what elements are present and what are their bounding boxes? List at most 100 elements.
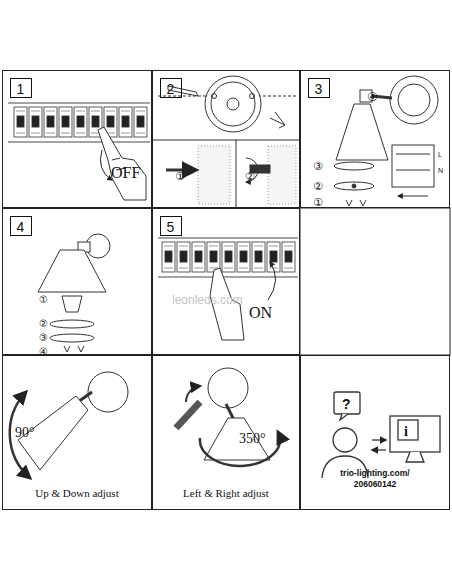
empty-panel <box>300 208 450 355</box>
lamp-tilt <box>10 372 128 478</box>
support-icon <box>333 428 357 452</box>
breaker-box <box>8 142 150 143</box>
lamp-swivel <box>186 386 200 402</box>
switch-arrow <box>100 150 112 180</box>
support-icon <box>390 416 440 452</box>
hand <box>98 127 146 200</box>
lamp-assembly <box>396 170 430 171</box>
lamp-assembly <box>50 334 94 342</box>
mounting-plate <box>205 76 261 132</box>
breaker-box <box>162 242 175 272</box>
mounting-plate <box>236 140 237 208</box>
breaker-box <box>237 242 250 272</box>
callout-number: ② <box>39 319 48 329</box>
breaker-box <box>8 103 150 142</box>
lamp-assembly <box>50 320 94 328</box>
lamp-assembly <box>38 234 110 352</box>
instruction-panel: ON5 <box>152 208 300 355</box>
breaker-box <box>44 107 57 137</box>
mounting-plate <box>152 140 300 141</box>
breaker-box <box>8 103 150 104</box>
wall-drill <box>268 146 296 204</box>
instruction-panel: 90° Up & Down adjust <box>2 355 152 510</box>
lamp-assembly <box>38 250 106 292</box>
article-number: 206060142 <box>301 480 449 489</box>
support-icon <box>406 452 424 462</box>
callout-number: ③ <box>39 333 48 343</box>
instruction-panel: ④ ③ ② ① L N 3 <box>300 70 450 208</box>
lamp-assembly <box>334 162 374 170</box>
breaker-box <box>74 107 87 137</box>
step-number-box: 4 <box>10 216 32 236</box>
icon-symbol: i <box>404 425 408 439</box>
lamp-assembly <box>392 145 434 187</box>
callout-number: ② <box>313 181 323 192</box>
step-number: 4 <box>11 220 30 234</box>
step-number-box: 2 <box>160 78 182 98</box>
wire-label: N <box>438 167 443 174</box>
instruction-panel: 350° Left & Right adjust <box>152 355 300 510</box>
breaker-box <box>207 242 220 272</box>
step-number-box: 5 <box>160 216 182 236</box>
lamp-swivel <box>204 418 270 460</box>
callout-number: ① <box>313 197 323 208</box>
angle-label: 90° <box>15 426 35 440</box>
lamp-swivel <box>176 368 280 466</box>
callout-number: ① <box>39 295 48 305</box>
lamp-assembly <box>390 76 438 124</box>
mounting-plate <box>211 82 255 126</box>
instruction-panel: ①②2 <box>152 70 300 208</box>
wire-label: L <box>438 151 442 158</box>
mounting-plate <box>212 94 217 99</box>
step-number: 3 <box>309 82 328 96</box>
support-icon <box>322 392 440 478</box>
breaker-box <box>222 242 235 272</box>
switch-arrow <box>268 262 276 300</box>
breaker-box <box>192 242 205 272</box>
lamp-swivel <box>176 402 200 428</box>
lamp-assembly <box>396 154 430 155</box>
callout-number: ④ <box>367 91 378 103</box>
lamp-assembly <box>398 84 430 116</box>
lamp-assembly <box>334 76 438 206</box>
breaker-box <box>158 238 298 277</box>
breaker-box <box>59 107 72 137</box>
caption: Left & Right adjust <box>153 488 299 499</box>
lamp-swivel <box>200 432 280 466</box>
lamp-swivel <box>208 368 248 408</box>
lamp-assembly <box>352 184 356 188</box>
wall-drill <box>166 146 296 204</box>
callout-number: ③ <box>313 161 323 172</box>
caption: Up & Down adjust <box>3 488 151 499</box>
mounting-plate <box>270 112 285 128</box>
lamp-assembly <box>64 346 84 352</box>
web-address: trio-lighting.com/ <box>301 469 449 478</box>
breaker-box <box>119 107 132 137</box>
instruction-panel: ? i trio-lighting.com/206060142 <box>300 355 450 510</box>
step-number: 2 <box>161 82 180 96</box>
lamp-tilt <box>88 372 128 412</box>
hand <box>98 127 146 200</box>
breaker-box <box>158 277 298 278</box>
breaker-box <box>14 107 27 137</box>
callout-number: ① <box>175 171 185 182</box>
support-icon <box>334 392 360 414</box>
breaker-box <box>29 107 42 137</box>
support-icon <box>340 414 348 420</box>
switch-state: OFF <box>111 165 140 181</box>
angle-label: 350° <box>239 432 266 446</box>
breaker-box <box>252 242 265 272</box>
lamp-assembly <box>346 200 366 206</box>
lamp-assembly <box>336 104 388 160</box>
icon-symbol: ? <box>342 397 351 411</box>
step-number-box: 1 <box>10 78 32 98</box>
wall-drill <box>246 158 258 182</box>
step-number: 5 <box>161 220 180 234</box>
support-icon <box>372 439 386 440</box>
watermark: leonleds.com <box>172 294 243 306</box>
breaker-box <box>177 242 190 272</box>
lamp-assembly <box>398 196 428 197</box>
step-number-box: 3 <box>308 78 330 98</box>
breaker-box <box>282 242 295 272</box>
instruction-panel: ①②③④4 <box>2 208 152 355</box>
